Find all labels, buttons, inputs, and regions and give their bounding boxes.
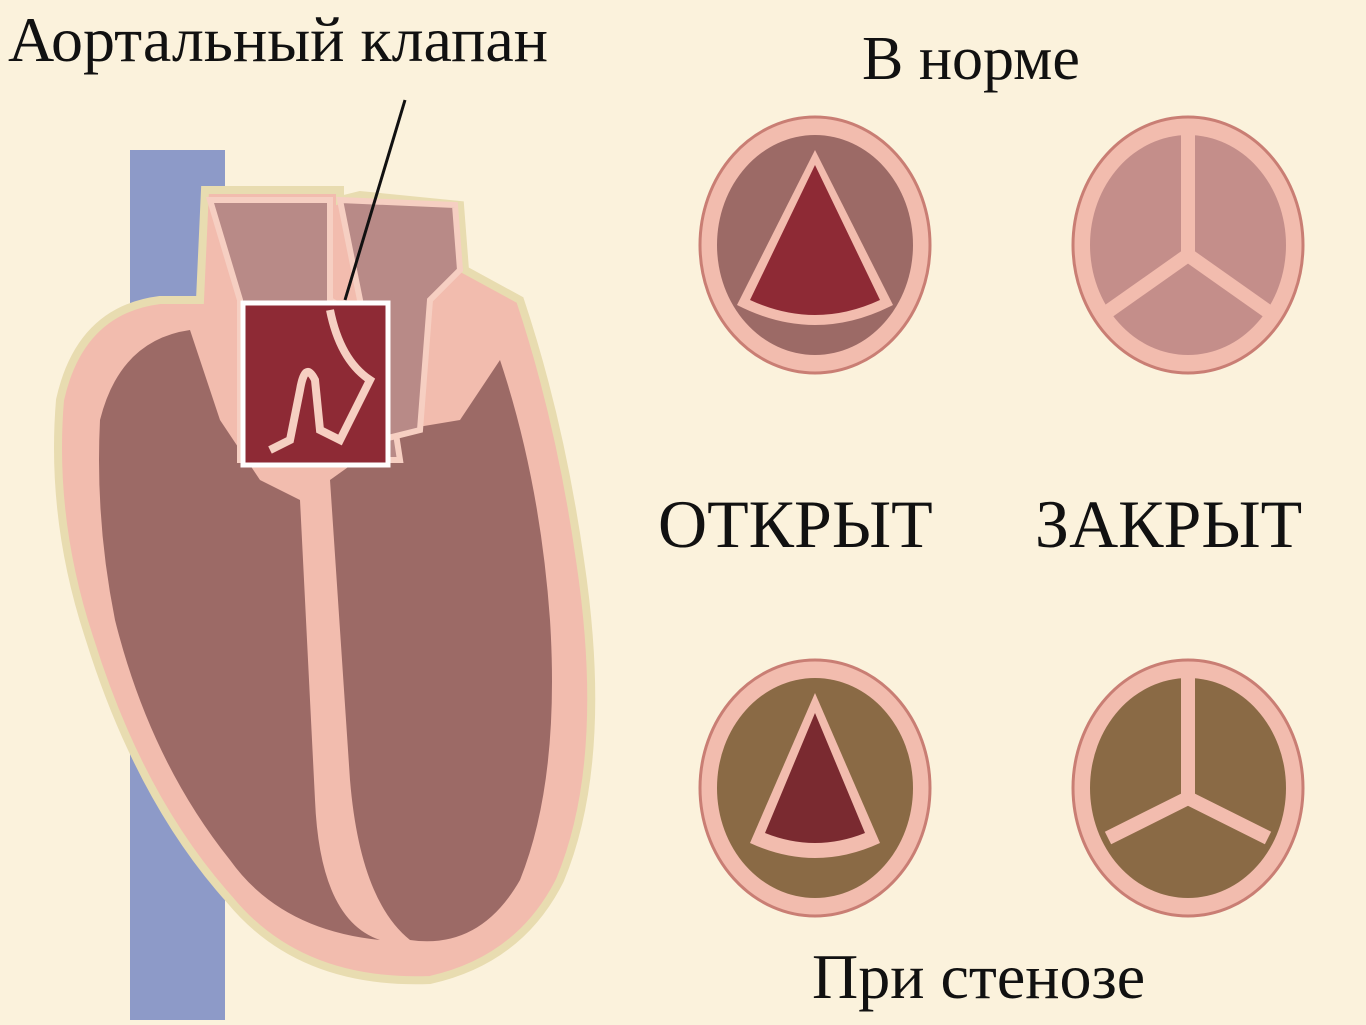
left-ventricle-muscle (330, 360, 552, 942)
valve-normal-closed (1071, 115, 1305, 375)
valve-normal-open (698, 115, 932, 375)
valve-stenosis-open (698, 658, 932, 918)
valve-stenosis-closed (1071, 658, 1305, 918)
valve-leaflet (268, 309, 376, 454)
stenosis-heading: При стенозе (812, 941, 1146, 1012)
pointer-line (343, 99, 407, 301)
heart-muscle (99, 330, 380, 940)
closed-label: ЗАКРЫТ (1035, 486, 1303, 562)
aortic-valve-label: Аортальный клапан (8, 4, 548, 75)
normal-heading: В норме (862, 25, 1080, 93)
open-label: ОТКРЫТ (658, 486, 933, 562)
